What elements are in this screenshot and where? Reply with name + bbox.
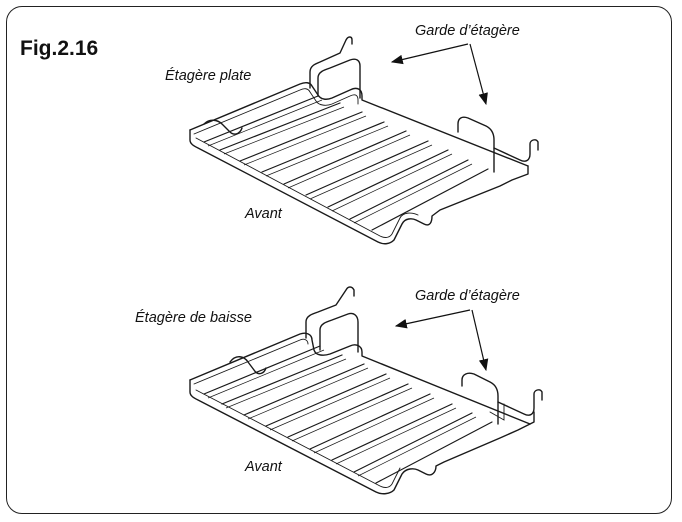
top-guard-arrow-left: [390, 43, 469, 65]
figure-number: Fig.2.16: [20, 37, 99, 60]
bottom-guard-arrow-right: [471, 309, 489, 372]
bottom-right-guard: [461, 372, 499, 425]
drop-shelf-rack: [189, 286, 543, 495]
bottom-rack-bars: [203, 345, 493, 484]
figure-frame: [6, 6, 672, 514]
bottom-rack-back-rail: [189, 332, 531, 425]
bottom-guard-arrow-left: [394, 309, 471, 329]
flat-shelf-label: Étagère plate: [165, 68, 252, 84]
top-right-guard: [457, 116, 495, 173]
top-shelf-guard-label: Garde d’étagère: [415, 23, 520, 39]
top-rack-bars: [203, 95, 489, 231]
top-left-guard: [309, 36, 353, 89]
top-front-label: Avant: [245, 206, 282, 222]
bottom-shelf-guard-label: Garde d’étagère: [415, 288, 520, 304]
top-guard-arrow-right: [469, 43, 488, 106]
top-rack-front-rail: [189, 129, 529, 245]
bottom-rack-front-rail: [189, 379, 535, 495]
flat-shelf-rack: [189, 36, 539, 245]
bottom-left-guard: [305, 286, 355, 339]
top-rack-back-rail: [189, 81, 529, 167]
bottom-front-label: Avant: [245, 459, 282, 475]
drop-shelf-label: Étagère de baisse: [135, 310, 252, 326]
